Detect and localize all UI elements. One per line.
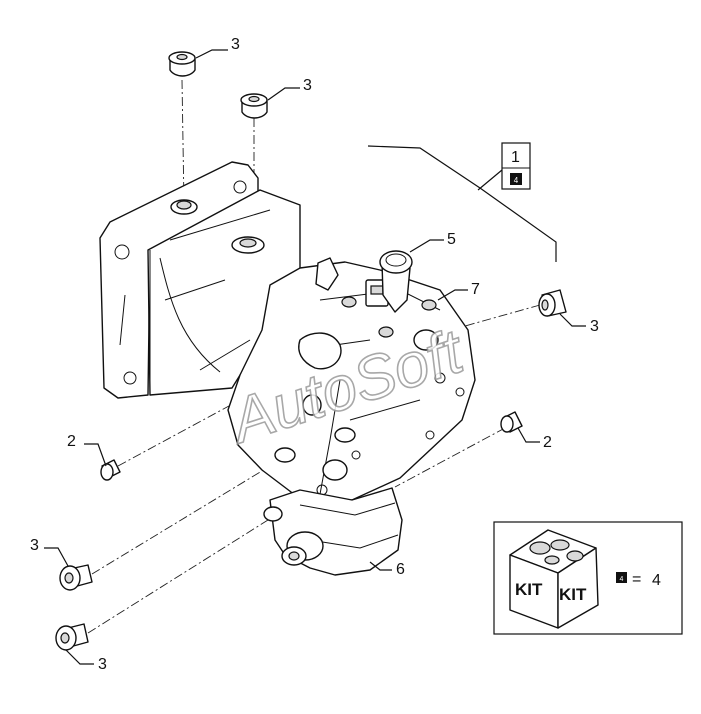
callout-1: 1	[511, 149, 520, 166]
callout-7: 7	[471, 281, 480, 298]
callout-2-right: 2	[543, 434, 552, 451]
kit-legend: KIT KIT 4 = 4	[493, 521, 683, 635]
callout-2-left: 2	[67, 433, 76, 450]
group-callout-1: 1 4	[501, 142, 531, 190]
hydraulic-motor-assembly	[99, 161, 476, 576]
kit-count: 4	[652, 572, 661, 589]
leader-lines	[44, 49, 586, 665]
callout-3-top-2: 3	[303, 77, 312, 94]
callout-3-lowleft: 3	[30, 537, 39, 554]
callout-3-right: 3	[590, 318, 599, 335]
kit-badge: 4	[620, 576, 624, 583]
callout-labels: 3 3 5 7 3 2 2 3 6 3	[30, 36, 599, 673]
callout-3-top-1: 3	[231, 36, 240, 53]
plug-lowleft-3	[59, 564, 93, 591]
callout-5: 5	[447, 231, 456, 248]
plug-bottom-3	[55, 623, 89, 651]
plug-left-2	[100, 459, 121, 481]
assembly-axis-lines	[87, 79, 541, 634]
plug-right-2	[500, 411, 523, 433]
plug-top-2	[240, 93, 268, 119]
kit-equals: =	[632, 571, 641, 588]
plug-top-1	[168, 51, 196, 77]
kit-box-icon: KIT KIT	[509, 529, 599, 629]
group-kit-badge: 4	[514, 176, 519, 185]
plug-right-3	[538, 289, 567, 317]
kit-label-right: KIT	[559, 585, 587, 604]
kit-label-left: KIT	[515, 580, 543, 599]
callout-3-bottom: 3	[98, 656, 107, 673]
callout-6: 6	[396, 561, 405, 578]
